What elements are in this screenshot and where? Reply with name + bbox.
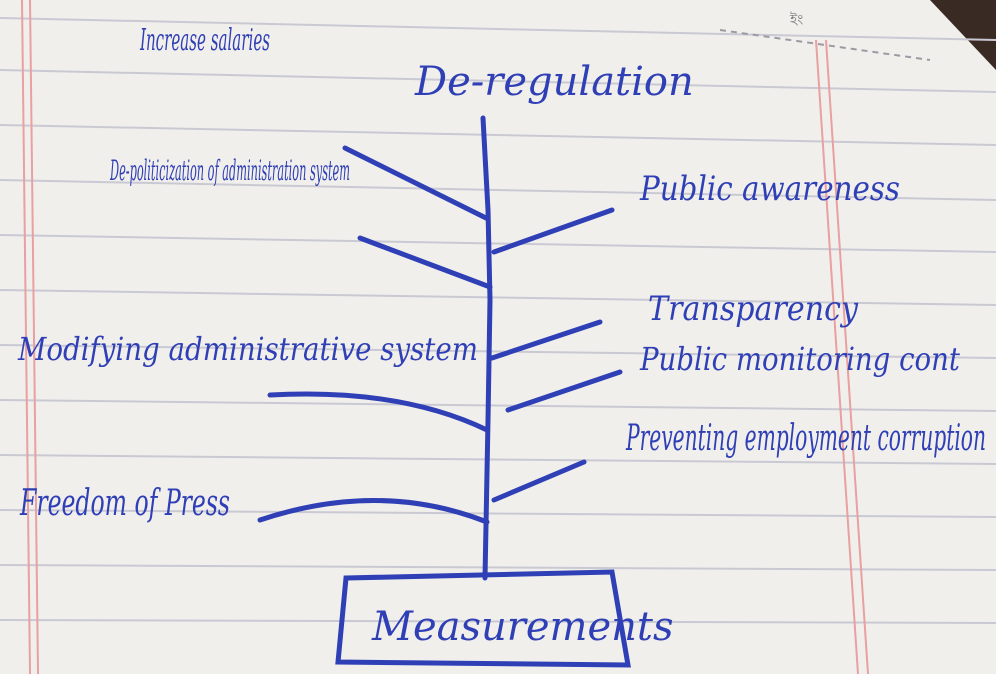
left-label-3: Modifying administrative system — [17, 330, 478, 368]
branch-right-1 — [491, 207, 615, 255]
right-label-3: Public monitoring cont — [639, 340, 960, 378]
tree-trunk — [480, 115, 493, 581]
branch-right-4 — [491, 459, 587, 503]
right-label-1: Public awareness — [639, 169, 900, 209]
branch-left-4 — [257, 498, 490, 525]
branch-left-3 — [267, 391, 490, 433]
root-box — [335, 569, 631, 668]
ruled-lines — [0, 17, 996, 624]
root-label: Measurements — [371, 604, 674, 650]
right-branches — [489, 207, 623, 503]
margin-lines — [21, 0, 869, 674]
branch-left-2 — [357, 235, 493, 290]
right-label-4: Preventing employment corruption — [625, 418, 986, 459]
page-mark: ইং — [789, 11, 803, 28]
left-label-1: Increase salaries — [139, 23, 270, 58]
branch-right-2 — [489, 319, 603, 361]
branch-right-3 — [505, 369, 623, 413]
right-label-2: Transparency — [648, 289, 859, 329]
branch-left-1 — [342, 145, 489, 221]
dashed-line — [719, 29, 931, 61]
left-branches — [257, 145, 493, 525]
left-label-4: Freedom of Press — [19, 483, 230, 524]
left-label-2: De-politicization of administration syst… — [110, 154, 350, 187]
title-label: De-regulation — [414, 59, 694, 105]
